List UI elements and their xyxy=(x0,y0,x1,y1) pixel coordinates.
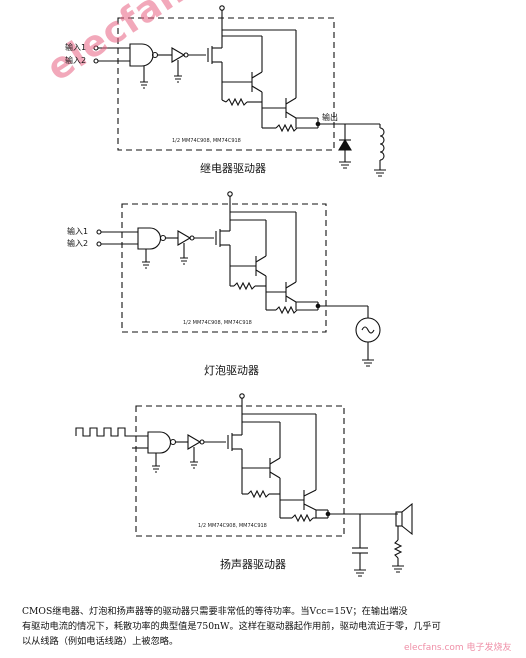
square-wave-input xyxy=(75,427,140,437)
speaker-driver-ic-boundary xyxy=(135,405,345,537)
relay-input2-label: 输入2 xyxy=(65,56,87,65)
relay-input1-label: 输入1 xyxy=(65,43,87,52)
speaker-symbol xyxy=(395,511,403,527)
nand-gate-symbol xyxy=(129,43,154,67)
lamp-input2-label: 输入2 xyxy=(67,239,89,248)
lamp-driver-ic-boundary xyxy=(121,203,327,333)
speaker-chip-label: 1/2 MM74C908, MM74C918 xyxy=(198,523,267,529)
lamp-driver-caption: 灯泡驱动器 xyxy=(204,364,259,377)
lamp-driver-circuit xyxy=(96,191,381,367)
lamp-input1-label: 输入1 xyxy=(67,227,89,236)
speaker-driver-circuit xyxy=(75,393,413,577)
description-line-2: 有驱动电流的情况下，耗散功率的典型值是750nW。这样在驱动器起作用前，驱动电流… xyxy=(22,621,441,632)
relay-chip-label: 1/2 MM74C908, MM74C918 xyxy=(172,138,241,144)
relay-output-label: 输出 xyxy=(322,113,338,122)
description-line-1: CMOS继电器、灯泡和扬声器等的驱动器只需要非常低的等待功率。当Vcc=15V；… xyxy=(22,606,408,617)
relay-driver-ic-boundary xyxy=(117,17,335,151)
watermark-small: elecfans.com 电子发烧友 xyxy=(404,643,512,653)
description-line-3: 以从线路（例如电话线路）上被忽略。 xyxy=(22,636,179,647)
lamp-chip-label: 1/2 MM74C908, MM74C918 xyxy=(183,320,252,326)
relay-coil-symbol xyxy=(379,127,385,161)
relay-driver-circuit xyxy=(93,5,386,177)
resistor-symbol xyxy=(225,97,248,107)
description-paragraph: CMOS继电器、灯泡和扬声器等的驱动器只需要非常低的等待功率。当Vcc=15V；… xyxy=(22,604,518,649)
inverter-symbol xyxy=(171,47,186,63)
relay-driver-caption: 继电器驱动器 xyxy=(200,162,266,175)
speaker-driver-caption: 扬声器驱动器 xyxy=(220,558,286,571)
